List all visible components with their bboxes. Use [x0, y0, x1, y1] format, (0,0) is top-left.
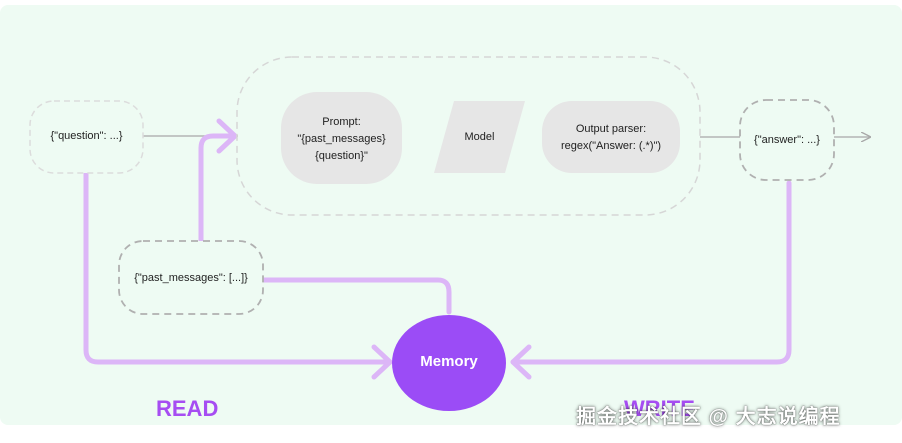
model-node — [434, 101, 525, 173]
watermark: 掘金技术社区 @ 大志说编程 — [576, 406, 841, 428]
model-label: Model — [464, 131, 495, 143]
prompt-label-line-3: {question}" — [315, 150, 368, 162]
prompt-arrowhead — [216, 118, 238, 154]
past-messages-node — [118, 240, 264, 315]
prompt-node — [281, 92, 402, 184]
past-messages-to-prompt-path — [198, 133, 236, 244]
memory-node — [392, 315, 506, 411]
answer-to-memory-write-path — [510, 180, 792, 365]
prompt-label-line-2: "{past_messages} — [297, 133, 386, 145]
question-to-memory-read-path — [83, 171, 391, 365]
output-parser-label: Output parser: regex("Answer: (.*)") — [542, 121, 680, 155]
purple-flow-lines — [83, 118, 792, 380]
read-arrowhead — [371, 344, 393, 380]
answer-label: {"answer": ...} — [754, 134, 820, 146]
answer-node — [739, 99, 835, 181]
question-node — [29, 100, 144, 174]
past-messages-label: {"past_messages": [...]} — [134, 272, 248, 284]
background-panel — [0, 5, 902, 425]
write-label: WRITE — [624, 396, 695, 421]
chain-container — [236, 56, 701, 216]
write-arrowhead — [510, 344, 532, 380]
output-parser-node — [542, 101, 680, 173]
output-parser-label-line-2: regex("Answer: (.*)") — [560, 140, 662, 152]
memory-label: Memory — [420, 353, 478, 370]
output-parser-label-line-1: Output parser: — [575, 123, 647, 135]
question-label: {"question": ...} — [50, 130, 123, 142]
past-messages-to-memory-path — [260, 277, 452, 315]
read-label: READ — [156, 396, 219, 421]
prompt-label-line-1: Prompt: — [322, 116, 361, 128]
prompt-label: Prompt: "{past_messages} {question}" — [281, 114, 402, 165]
